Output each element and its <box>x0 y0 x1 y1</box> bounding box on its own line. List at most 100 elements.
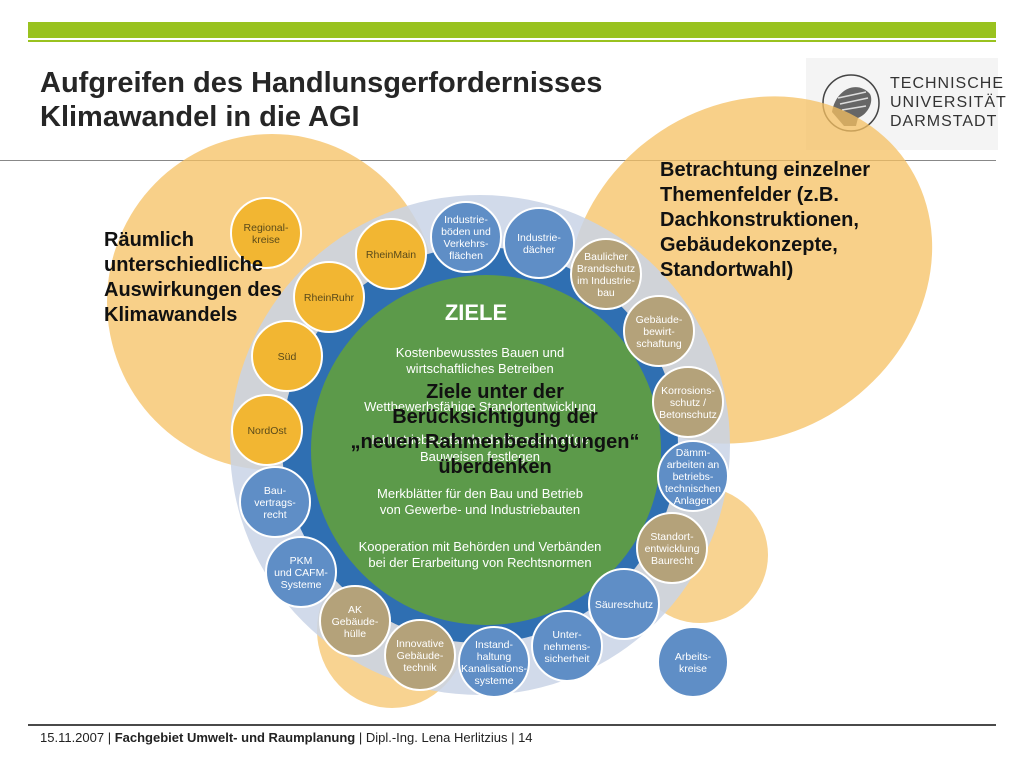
topic-node: Säureschutz <box>588 568 660 640</box>
center-overlay-line: Ziele unter der <box>426 381 564 403</box>
goal-line: Bauweisen festlegen <box>420 449 540 464</box>
topic-node-label: technischen <box>665 483 721 495</box>
topic-node: Arbeits-kreise <box>657 626 729 698</box>
topic-node-circle <box>239 466 311 538</box>
topic-node: Industrie-dächer <box>503 207 575 279</box>
topic-node-label: Instand- <box>475 639 513 651</box>
topic-node-circle <box>251 320 323 392</box>
topic-nodes: Regional-kreiseRheinMainRheinRuhrSüdNord… <box>230 197 729 698</box>
topic-node-label: arbeiten an <box>667 459 720 471</box>
topic-node-label: sicherheit <box>545 653 590 665</box>
topic-node-circle <box>503 207 575 279</box>
topic-node: Regional-kreise <box>230 197 302 269</box>
topic-node-label: systeme <box>474 675 513 687</box>
topic-node-circle <box>265 536 337 608</box>
topic-node-label: dächer <box>523 244 556 256</box>
topic-node-label: kreise <box>252 234 280 246</box>
topic-node-label: Regional- <box>244 222 289 234</box>
topic-node-label: Verkehrs- <box>444 238 489 250</box>
topic-node-label: technik <box>403 662 437 674</box>
topic-node-label: entwicklung <box>645 543 700 555</box>
topic-node-circle <box>231 394 303 466</box>
goal-line: wirtschaftliches Betreiben <box>405 361 553 376</box>
topic-node-label: bau <box>597 287 615 299</box>
topic-node: Gebäude-bewirt-schaftung <box>623 295 695 367</box>
topic-node-label: nehmens- <box>544 641 591 653</box>
topic-node-circle <box>652 366 724 438</box>
footer-page: 14 <box>518 730 533 745</box>
goal-line: bei der Erarbeitung von Rechtsnormen <box>368 555 591 570</box>
topic-node-label: Systeme <box>281 579 322 591</box>
topic-node-circle <box>623 295 695 367</box>
goal-line: Kostenbewusstes Bauen und <box>396 345 564 360</box>
topic-node: Unter-nehmens-sicherheit <box>531 610 603 682</box>
topic-node-label: Gebäude- <box>397 650 444 662</box>
topic-node-label: Standort- <box>650 531 694 543</box>
topic-node-circle <box>430 201 502 273</box>
topic-node-label: Gebäude- <box>332 616 379 628</box>
footer: 15.11.2007 | Fachgebiet Umwelt- und Raum… <box>40 730 533 745</box>
topic-node-circle <box>355 218 427 290</box>
topic-node-circle <box>588 568 660 640</box>
topic-node: Bau-vertrags-recht <box>239 466 311 538</box>
topic-node-label: Korrosions- <box>661 385 715 397</box>
topic-node-circle <box>319 585 391 657</box>
topic-node-label: flächen <box>449 250 483 262</box>
topic-node-circle <box>458 626 530 698</box>
center-overlay-text: Ziele unter der Berücksichtigung der „ne… <box>300 380 690 480</box>
topic-node-label: Industrie- <box>517 232 561 244</box>
topic-node-label: NordOst <box>247 425 286 437</box>
topic-node-label: Innovative <box>396 638 444 650</box>
center-overlay-line: überdenken <box>438 456 552 478</box>
goal-line: Merkblätter für den Bau und Betrieb <box>377 486 583 501</box>
topic-node-label: RheinRuhr <box>304 292 355 304</box>
topic-node-label: hülle <box>344 628 366 640</box>
right-overlay-text: Betrachtung einzelner Themenfelder (z.B.… <box>660 159 871 281</box>
topic-node-circle <box>636 512 708 584</box>
center-circle <box>311 275 661 625</box>
topic-node: Dämm-arbeiten anbetriebs-technischenAnla… <box>657 440 729 512</box>
logo-text: TECHNISCHE UNIVERSITÄT DARMSTADT <box>890 74 1007 131</box>
topic-node-label: Baulicher <box>584 251 628 263</box>
topic-node-label: recht <box>263 509 286 521</box>
topic-node-label: im Industrie- <box>577 275 635 287</box>
logo-line-1: TECHNISCHE <box>890 75 1005 92</box>
goal-list: Kostenbewusstes Bauen undwirtschaftliche… <box>359 345 602 570</box>
topic-node-circle <box>230 197 302 269</box>
topic-node-label: betriebs- <box>673 471 714 483</box>
topic-node-circle <box>293 261 365 333</box>
topic-node-label: Betonschutz <box>659 409 717 421</box>
topic-node-label: böden und <box>441 226 491 238</box>
topic-node: RheinRuhr <box>293 261 365 333</box>
footer-divider <box>28 724 996 726</box>
footer-author: Dipl.-Ing. Lena Herlitzius <box>365 730 508 745</box>
topic-node-label: Säureschutz <box>595 599 653 611</box>
goal-line: Wettbewerbsfähige Standortentwicklung <box>364 399 596 414</box>
logo-line-2: UNIVERSITÄT <box>890 94 1007 111</box>
topic-node-circle <box>384 619 456 691</box>
title-divider <box>0 160 996 161</box>
topic-node: Süd <box>251 320 323 392</box>
topic-node-label: Brandschutz <box>577 263 635 275</box>
center-overlay-line: Berücksichtigung der <box>392 406 598 428</box>
topic-node-circle <box>657 440 729 512</box>
goal-line: von Gewerbe- und Industriebauten <box>380 502 580 517</box>
topic-node-label: Industrie- <box>444 214 488 226</box>
topic-node-label: Süd <box>278 351 297 363</box>
center-overlay-line: „neuen Rahmenbedingungen“ <box>350 431 640 453</box>
topic-node: RheinMain <box>355 218 427 290</box>
topic-node-label: Arbeits- <box>675 651 712 663</box>
topic-node-label: Anlagen <box>674 495 713 507</box>
topic-node: Korrosions-schutz /Betonschutz <box>652 366 724 438</box>
topic-node-label: Dämm- <box>676 447 711 459</box>
topic-node-circle <box>570 238 642 310</box>
goal-line: Kooperation mit Behörden und Verbänden <box>359 539 602 554</box>
topic-node-label: RheinMain <box>366 249 416 261</box>
slide-title: Aufgreifen des Handlunsgerfordernisses K… <box>40 67 603 133</box>
